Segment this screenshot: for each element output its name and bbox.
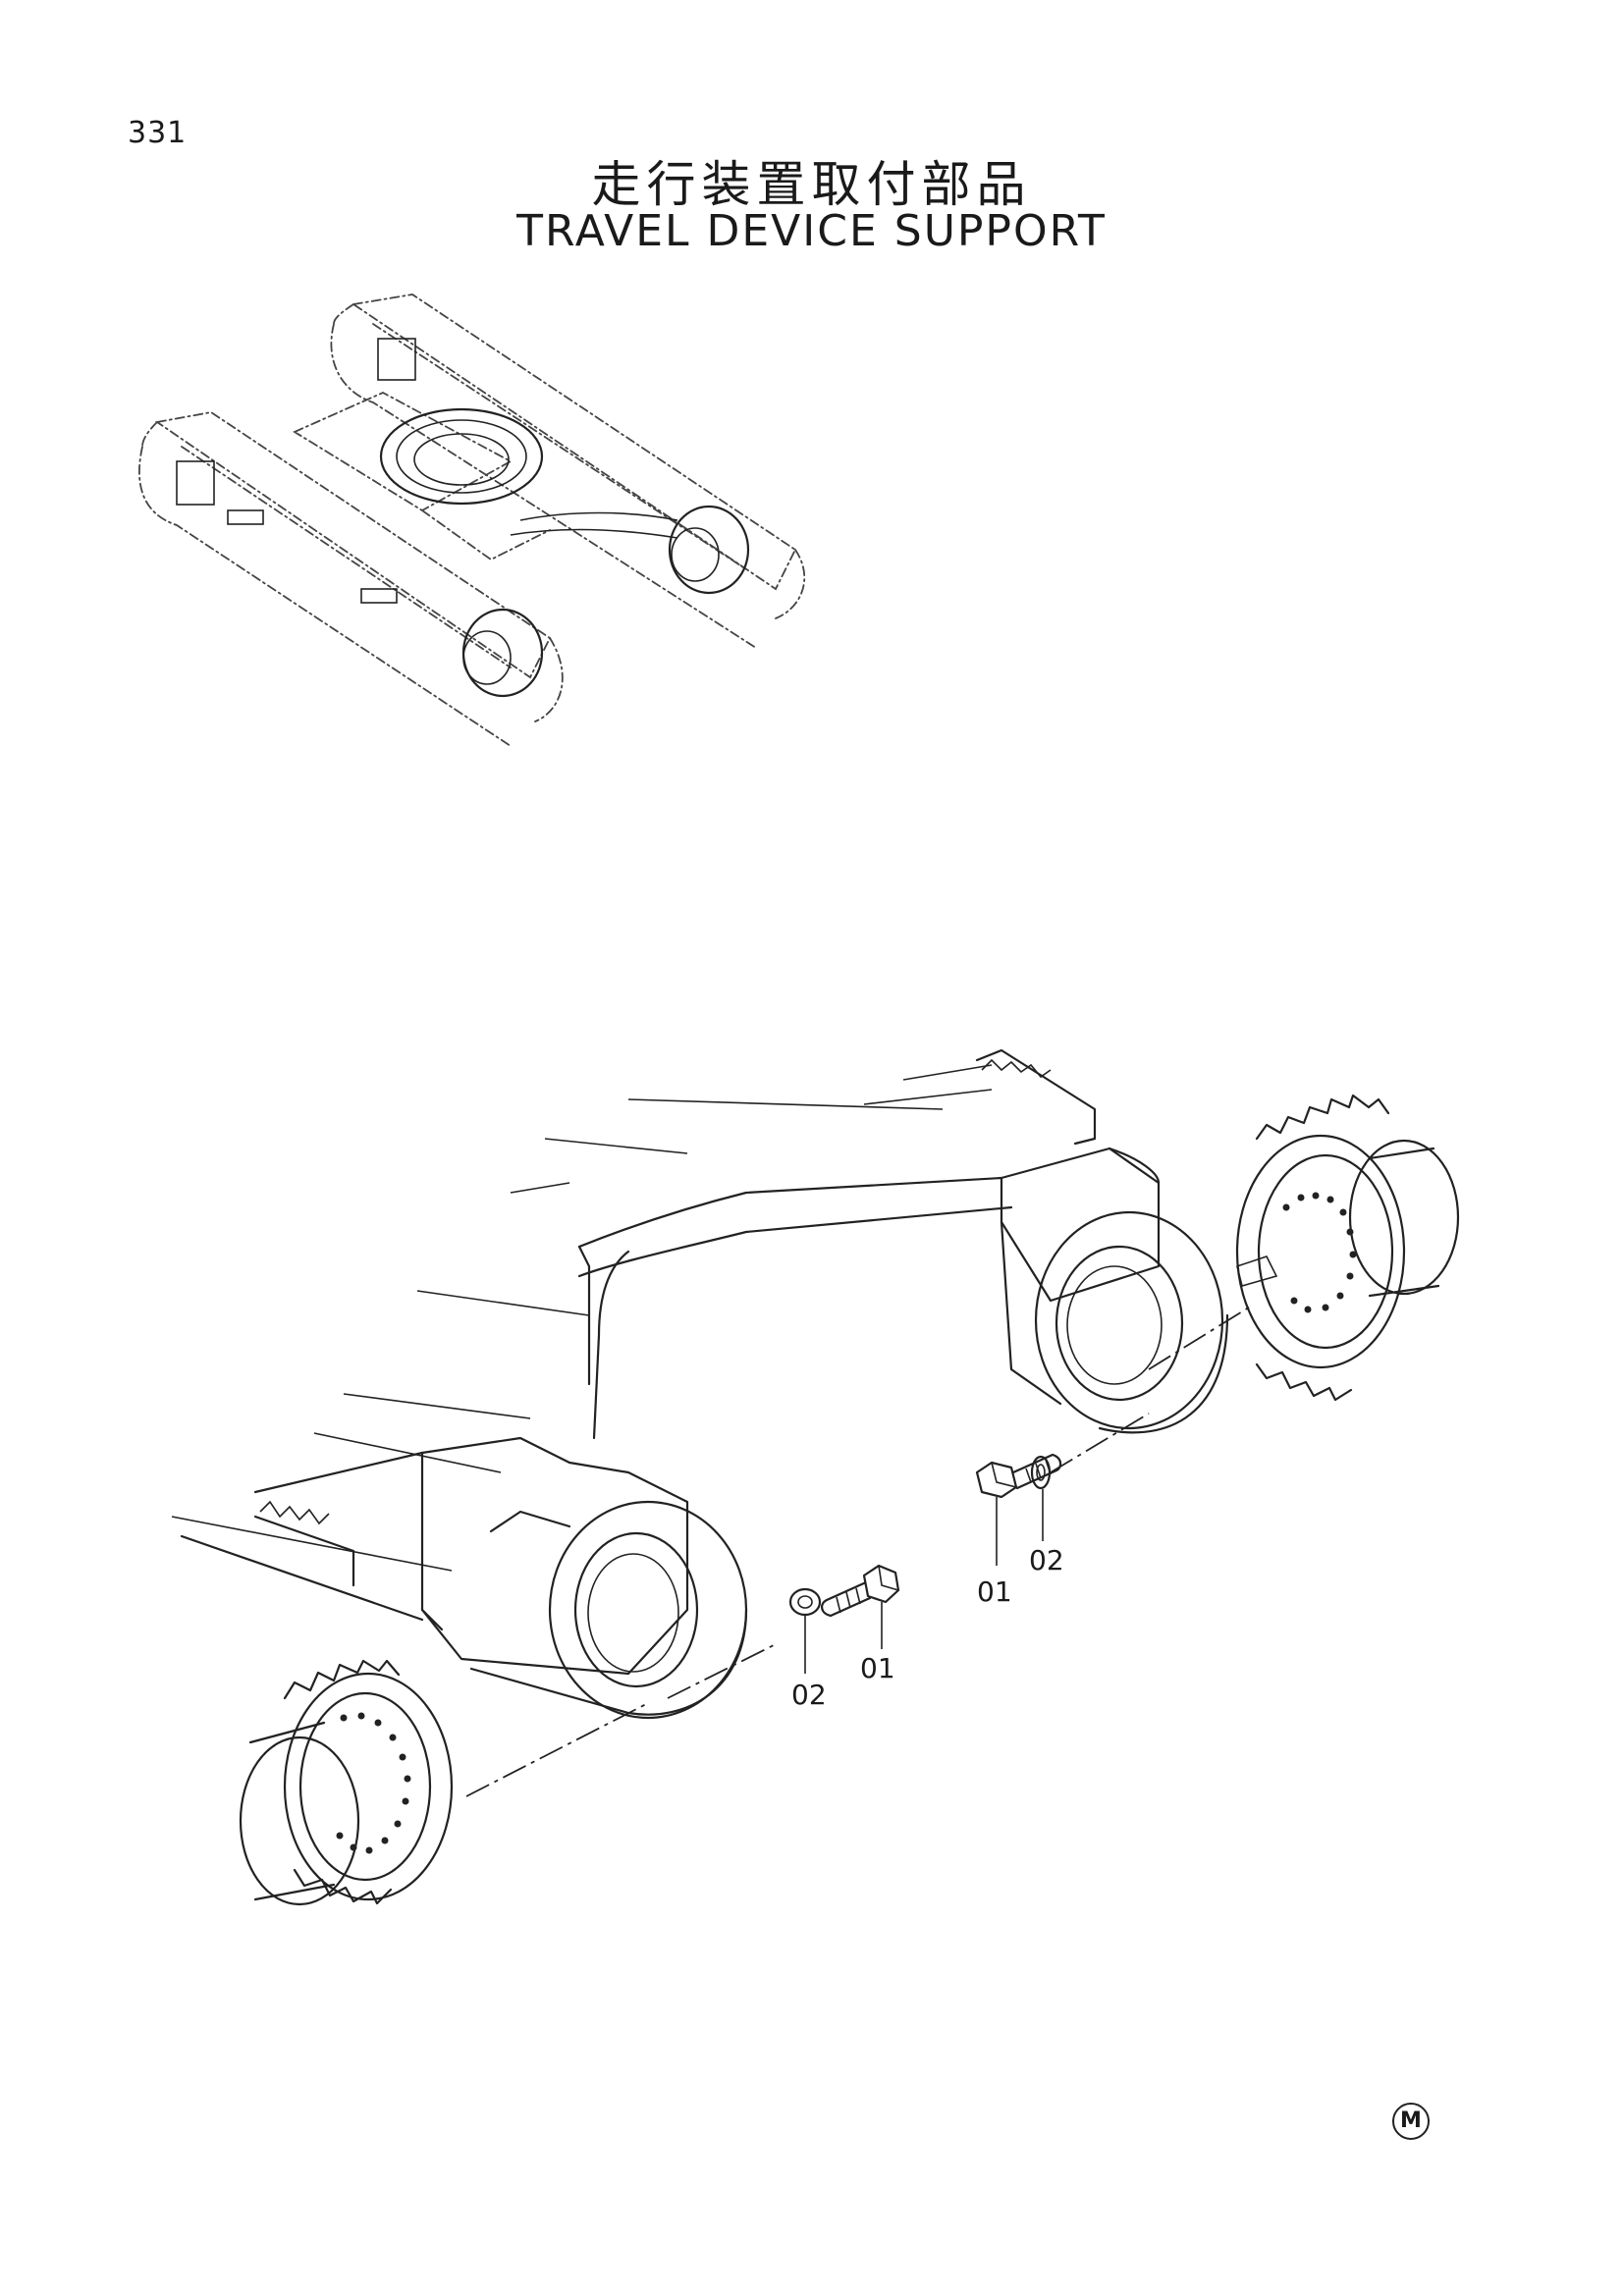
title-japanese: 走行装置取付部品: [591, 156, 1032, 213]
page-number: 331: [128, 116, 188, 150]
callout-washer-left: 02: [791, 1679, 827, 1711]
callout-bolt-left: 01: [860, 1652, 895, 1684]
washer-right-part: [1030, 1455, 1052, 1541]
overview-undercarriage: [138, 294, 806, 747]
callout-bolt-right: 01: [977, 1575, 1012, 1608]
callout-washer-right: 02: [1029, 1544, 1064, 1576]
exploded-frame: [171, 1048, 1460, 1906]
travel-motor-left: [239, 1659, 454, 1906]
travel-motor-right: [1235, 1094, 1460, 1402]
title-english: TRAVEL DEVICE SUPPORT: [516, 206, 1107, 256]
corner-mark-icon: M: [1392, 2103, 1430, 2140]
washer-left-part: [788, 1587, 822, 1674]
bolt-left-part: [821, 1564, 900, 1649]
